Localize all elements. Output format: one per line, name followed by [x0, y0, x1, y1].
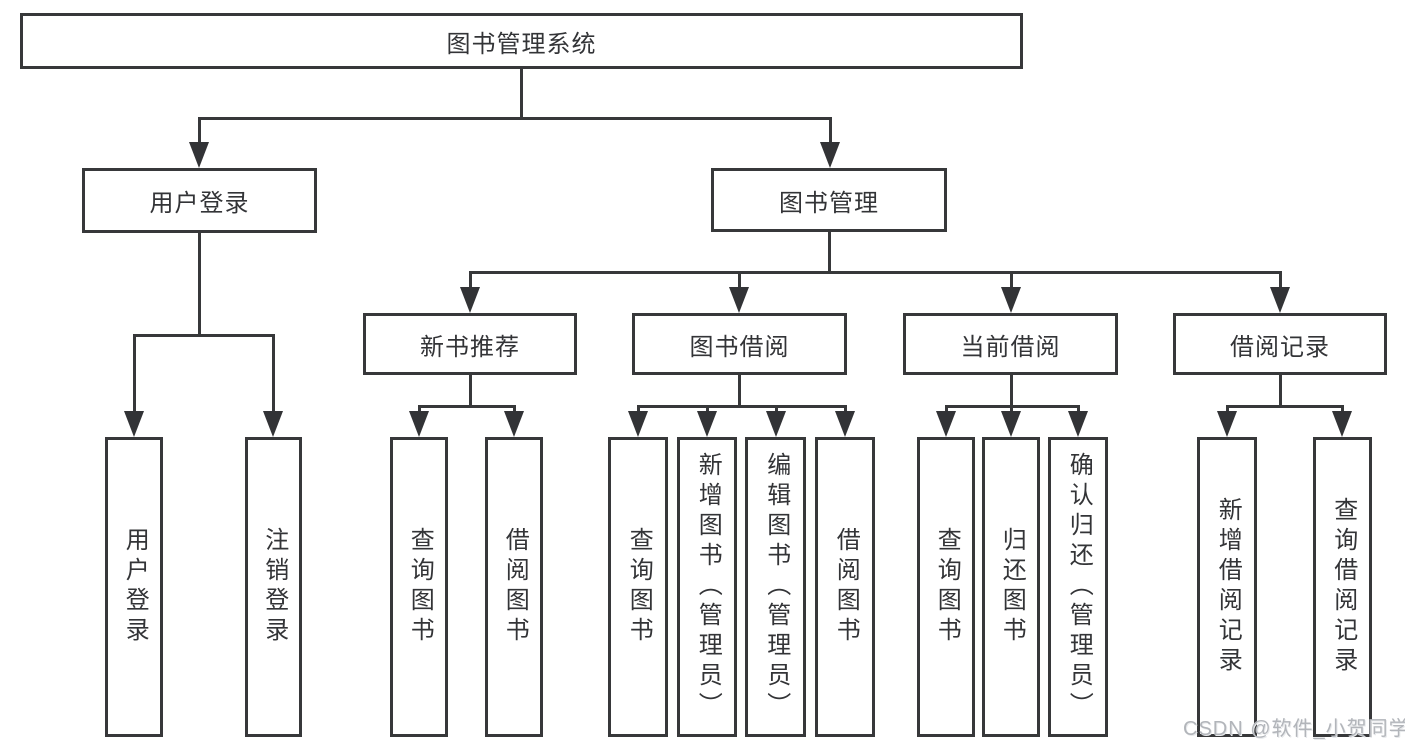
- connector-line: [133, 334, 275, 337]
- node-book-management-label: 图书管理: [779, 189, 879, 217]
- connector-line: [198, 233, 201, 335]
- leaf-return-books-label: 归还图书: [998, 527, 1026, 647]
- arrowhead-down-icon: [189, 142, 209, 168]
- connector-line: [738, 375, 741, 407]
- node-book-borrow: 图书借阅: [632, 313, 847, 375]
- arrowhead-down-icon: [1001, 287, 1021, 313]
- node-current-borrow: 当前借阅: [903, 313, 1118, 375]
- leaf-borrow-books: 借阅图书: [815, 437, 875, 737]
- connector-line: [469, 271, 1282, 274]
- connector-line: [738, 271, 741, 289]
- connector-line: [198, 117, 831, 120]
- arrowhead-down-icon: [820, 142, 840, 168]
- node-user-login-label: 用户登录: [149, 190, 250, 217]
- arrowhead-down-icon: [263, 411, 283, 437]
- connector-line: [418, 405, 516, 408]
- connector-line: [844, 405, 847, 413]
- arrowhead-down-icon: [409, 411, 429, 437]
- connector-line: [1341, 405, 1344, 413]
- connector-line: [133, 334, 136, 413]
- connector-line: [1226, 405, 1229, 413]
- leaf-return-books: 归还图书: [982, 437, 1040, 737]
- connector-line: [1279, 271, 1282, 289]
- arrowhead-down-icon: [1001, 411, 1021, 437]
- leaf-query-borrow-record-label: 查询借阅记录: [1329, 497, 1357, 677]
- arrowhead-down-icon: [124, 411, 144, 437]
- leaf-borrow-query-books-label: 查询图书: [625, 527, 653, 647]
- connector-line: [418, 405, 421, 413]
- leaf-borrow-query-books: 查询图书: [608, 437, 668, 737]
- watermark: CSDN @软件_小贺同学: [1183, 718, 1405, 740]
- node-book-borrow-label: 图书借阅: [689, 333, 790, 361]
- leaf-user-login: 用户登录: [105, 437, 163, 737]
- leaf-add-borrow-record-label: 新增借阅记录: [1214, 497, 1242, 677]
- connector-line: [637, 405, 640, 413]
- connector-line: [637, 405, 847, 408]
- arrowhead-down-icon: [628, 411, 648, 437]
- arrowhead-down-icon: [936, 411, 956, 437]
- arrowhead-down-icon: [766, 411, 786, 437]
- leaf-current-query-books-label: 查询图书: [933, 527, 961, 647]
- node-root: 图书管理系统: [20, 13, 1023, 69]
- leaf-borrow-books-label: 借阅图书: [832, 527, 860, 647]
- arrowhead-down-icon: [697, 411, 717, 437]
- arrowhead-down-icon: [460, 287, 480, 313]
- leaf-add-book-admin: 新增图书（管理员）: [677, 437, 737, 737]
- arrowhead-down-icon: [1068, 411, 1088, 437]
- node-new-book-recommend: 新书推荐: [363, 313, 577, 375]
- leaf-edit-book-admin-label: 编辑图书（管理员）: [762, 452, 790, 722]
- connector-line: [828, 232, 831, 273]
- node-borrow-records-label: 借阅记录: [1230, 333, 1330, 361]
- node-book-management: 图书管理: [711, 168, 947, 232]
- connector-line: [829, 117, 832, 144]
- leaf-confirm-return-admin: 确认归还（管理员）: [1048, 437, 1108, 737]
- leaf-recommend-query-books: 查询图书: [390, 437, 448, 737]
- connector-line: [272, 334, 275, 413]
- connector-line: [775, 405, 778, 413]
- connector-line: [198, 117, 201, 144]
- connector-line: [513, 405, 516, 413]
- arrowhead-down-icon: [504, 411, 524, 437]
- arrowhead-down-icon: [1270, 287, 1290, 313]
- connector-line: [1226, 405, 1344, 408]
- leaf-query-borrow-record: 查询借阅记录: [1313, 437, 1372, 737]
- connector-line: [1010, 375, 1013, 407]
- connector-line: [706, 405, 709, 413]
- arrowhead-down-icon: [1217, 411, 1237, 437]
- leaf-add-borrow-record: 新增借阅记录: [1197, 437, 1257, 737]
- connector-line: [1010, 271, 1013, 289]
- connector-line: [520, 69, 523, 118]
- node-root-label: 图书管理系统: [446, 30, 597, 58]
- leaf-confirm-return-admin-label: 确认归还（管理员）: [1065, 452, 1093, 722]
- arrowhead-down-icon: [1332, 411, 1352, 437]
- leaf-add-book-admin-label: 新增图书（管理员）: [694, 452, 722, 722]
- node-new-book-recommend-label: 新书推荐: [420, 333, 520, 361]
- arrowhead-down-icon: [729, 287, 749, 313]
- leaf-recommend-borrow-books-label: 借阅图书: [501, 527, 529, 647]
- leaf-logout-login: 注销登录: [245, 437, 302, 737]
- leaf-recommend-query-books-label: 查询图书: [406, 527, 434, 647]
- arrowhead-down-icon: [835, 411, 855, 437]
- connector-line: [1279, 375, 1282, 407]
- connector-line: [945, 405, 948, 413]
- leaf-current-query-books: 查询图书: [917, 437, 975, 737]
- node-user-login: 用户登录: [82, 168, 317, 233]
- leaf-recommend-borrow-books: 借阅图书: [485, 437, 543, 737]
- node-current-borrow-label: 当前借阅: [960, 333, 1061, 361]
- connector-line: [469, 375, 472, 407]
- connector-line: [1077, 405, 1080, 413]
- leaf-user-login-label: 用户登录: [121, 527, 149, 647]
- connector-line: [469, 271, 472, 289]
- connector-line: [1010, 405, 1013, 413]
- leaf-logout-login-label: 注销登录: [260, 527, 288, 647]
- leaf-edit-book-admin: 编辑图书（管理员）: [745, 437, 806, 737]
- node-borrow-records: 借阅记录: [1173, 313, 1387, 375]
